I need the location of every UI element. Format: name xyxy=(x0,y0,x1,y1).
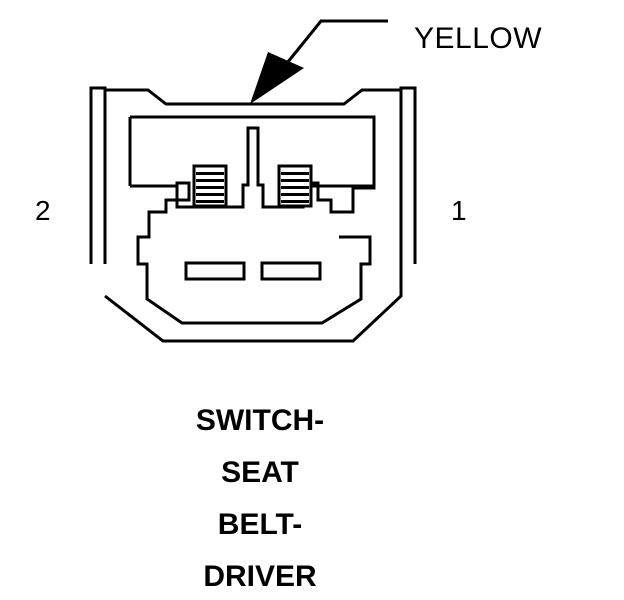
callout-arrowhead xyxy=(250,52,304,104)
left-outer-rail xyxy=(89,86,107,264)
title-line-1: SWITCH- xyxy=(195,404,325,437)
wire-color-label: YELLOW xyxy=(414,22,543,55)
pin-1-label: 1 xyxy=(451,195,467,226)
callout-leader-line xyxy=(277,19,388,74)
terminal-latch-left xyxy=(192,164,228,208)
terminal-recess-left xyxy=(184,261,246,281)
title-line-3: BELT- xyxy=(217,508,303,541)
right-outer-rail xyxy=(399,86,417,264)
terminal-recess-right xyxy=(260,261,322,281)
pin-2-label: 2 xyxy=(35,195,51,226)
connector-housing xyxy=(104,88,403,343)
title-line-4: DRIVER xyxy=(203,560,317,593)
title-line-2: SEAT xyxy=(221,456,299,489)
connector-cavity xyxy=(130,115,376,325)
terminal-latch-right xyxy=(277,164,313,208)
